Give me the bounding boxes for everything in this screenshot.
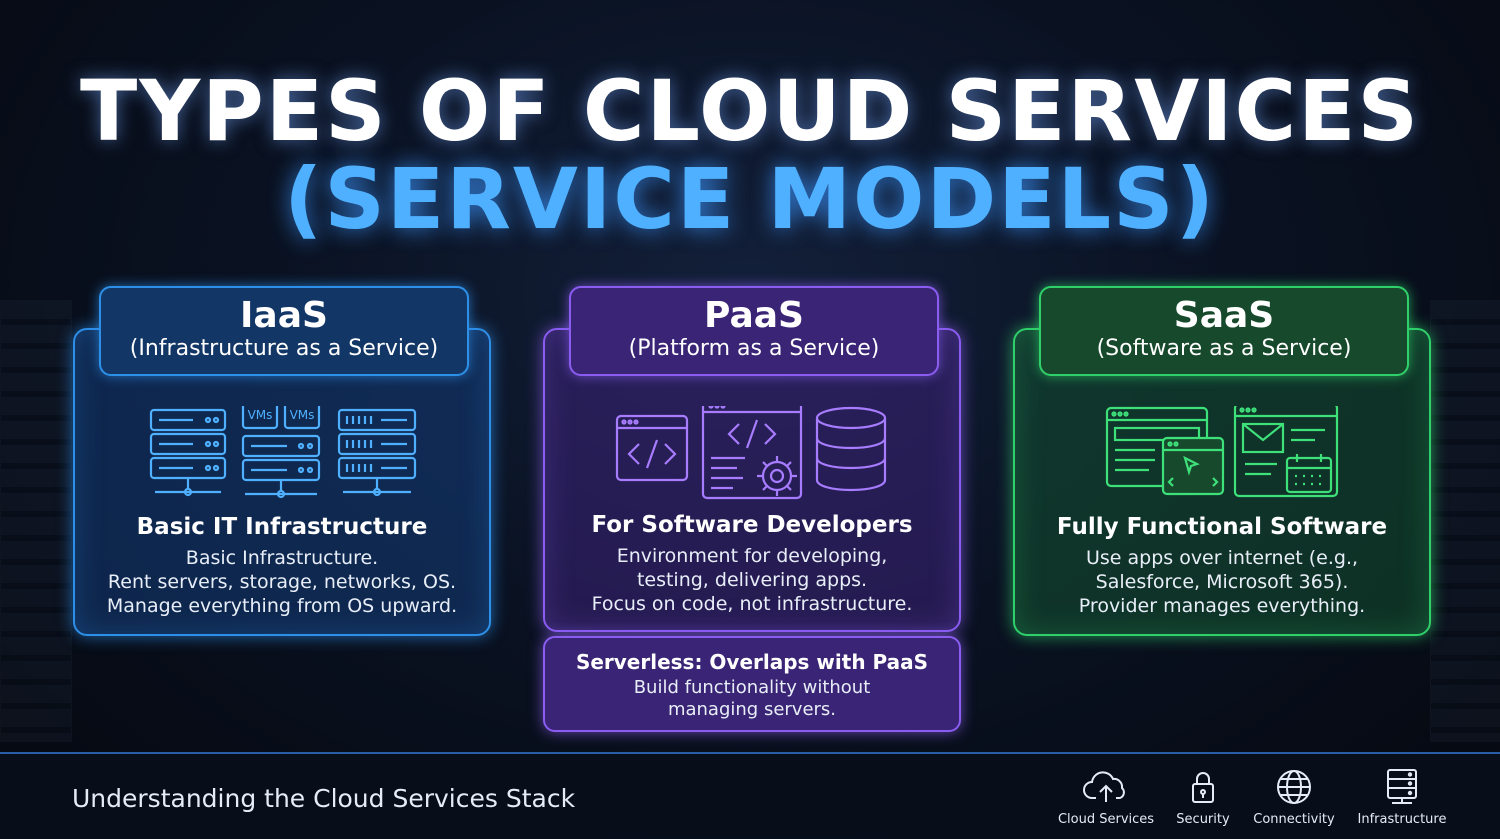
iaas-heading: Basic IT Infrastructure bbox=[136, 514, 428, 540]
paas-abbr: PaaS bbox=[704, 295, 804, 336]
saas-heading: Fully Functional Software bbox=[1056, 514, 1388, 540]
saas-header: SaaS (Software as a Service) bbox=[1039, 286, 1409, 376]
page-title: TYPES OF CLOUD SERVICES bbox=[80, 62, 1420, 160]
virtual-machines-icon: VMs VMs bbox=[241, 398, 321, 499]
iaas-desc-line: Rent servers, storage, networks, OS. bbox=[107, 571, 457, 593]
vm-label: VMs bbox=[248, 408, 273, 422]
code-window-icon bbox=[615, 414, 689, 482]
saas-desc-line: Salesforce, Microsoft 365). bbox=[1095, 571, 1349, 593]
paas-card: PaaS (Platform as a Service) bbox=[543, 286, 961, 632]
vm-label: VMs bbox=[290, 408, 315, 422]
background-server-rack-left bbox=[0, 300, 72, 742]
paas-desc-line: Environment for developing, bbox=[616, 545, 888, 567]
serverless-description: Build functionality without managing ser… bbox=[545, 677, 959, 721]
iaas-desc-line: Manage everything from OS upward. bbox=[106, 595, 458, 617]
paas-full-name: (Platform as a Service) bbox=[628, 336, 880, 361]
storage-array-icon bbox=[337, 408, 417, 497]
saas-description: Use apps over internet (e.g., Salesforce… bbox=[1015, 546, 1429, 618]
paas-heading: For Software Developers bbox=[591, 512, 913, 538]
footer-caption: Understanding the Cloud Services Stack bbox=[72, 784, 576, 813]
app-cursor-window-icon bbox=[1161, 436, 1225, 496]
page-subtitle: (SERVICE MODELS) bbox=[283, 150, 1216, 248]
globe-icon bbox=[1277, 770, 1311, 804]
iaas-description: Basic Infrastructure. Rent servers, stor… bbox=[75, 546, 489, 618]
serverless-desc-line: managing servers. bbox=[667, 699, 837, 720]
server-stack-icon bbox=[149, 408, 227, 497]
saas-desc-line: Provider manages everything. bbox=[1078, 595, 1366, 617]
paas-icons bbox=[545, 396, 959, 506]
footer-bar: Understanding the Cloud Services Stack C… bbox=[0, 752, 1500, 839]
iaas-header: IaaS (Infrastructure as a Service) bbox=[99, 286, 469, 376]
iaas-abbr: IaaS bbox=[240, 295, 328, 336]
serverless-desc-line: Build functionality without bbox=[633, 677, 871, 698]
paas-desc-line: Focus on code, not infrastructure. bbox=[591, 593, 913, 615]
saas-card: SaaS (Software as a Service) bbox=[1013, 286, 1431, 636]
paas-desc-line: testing, delivering apps. bbox=[636, 569, 868, 591]
saas-icons bbox=[1015, 402, 1429, 506]
code-editor-gear-icon bbox=[701, 396, 803, 500]
footer-label: Security bbox=[1176, 812, 1230, 827]
background-server-rack-right bbox=[1430, 300, 1500, 742]
server-rack-icon bbox=[1387, 769, 1417, 804]
saas-abbr: SaaS bbox=[1173, 295, 1275, 336]
cloud-upload-icon bbox=[1083, 771, 1125, 802]
iaas-card: IaaS (Infrastructure as a Service) VMs V… bbox=[73, 286, 491, 636]
email-calendar-app-icon bbox=[1233, 402, 1339, 498]
iaas-desc-line: Basic Infrastructure. bbox=[185, 547, 379, 569]
serverless-heading: Serverless: Overlaps with PaaS bbox=[575, 650, 929, 674]
paas-description: Environment for developing, testing, del… bbox=[545, 544, 959, 616]
footer-item-connectivity: Connectivity bbox=[1239, 768, 1349, 827]
footer-item-infrastructure: Infrastructure bbox=[1347, 768, 1457, 827]
footer-item-security: Security bbox=[1148, 768, 1258, 827]
database-icon bbox=[815, 406, 887, 492]
footer-label: Infrastructure bbox=[1357, 812, 1447, 827]
lock-icon bbox=[1192, 772, 1214, 803]
serverless-note: Serverless: Overlaps with PaaS Build fun… bbox=[543, 636, 961, 732]
saas-desc-line: Use apps over internet (e.g., bbox=[1085, 547, 1359, 569]
footer-label: Cloud Services bbox=[1057, 812, 1155, 827]
iaas-full-name: (Infrastructure as a Service) bbox=[129, 336, 439, 361]
iaas-icons: VMs VMs bbox=[75, 398, 489, 506]
paas-header: PaaS (Platform as a Service) bbox=[569, 286, 939, 376]
saas-full-name: (Software as a Service) bbox=[1096, 336, 1352, 361]
footer-label: Connectivity bbox=[1253, 812, 1335, 827]
footer-item-cloud-services: Cloud Services bbox=[1051, 768, 1161, 827]
